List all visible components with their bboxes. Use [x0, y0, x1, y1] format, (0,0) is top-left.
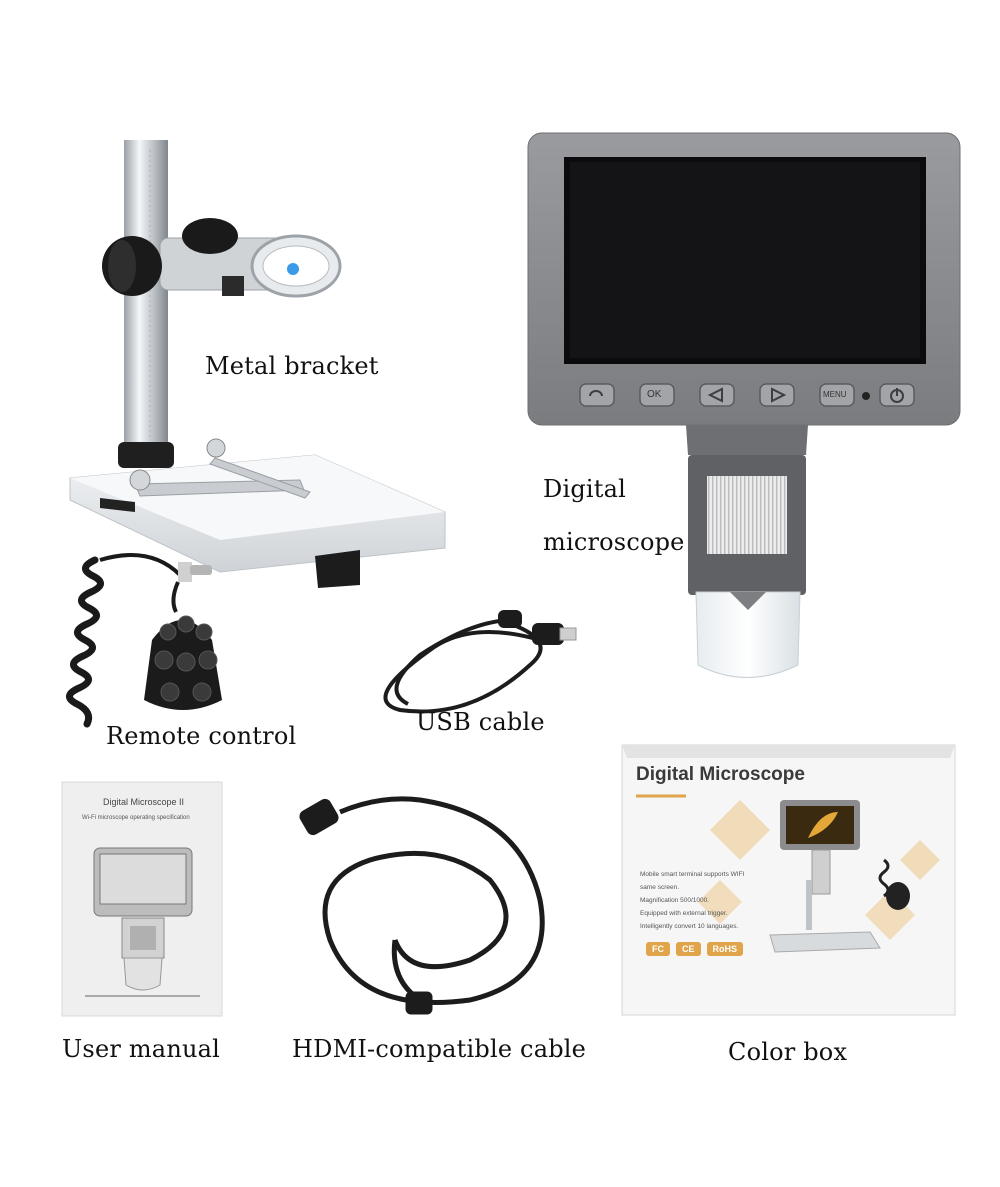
remote-control-label: Remote control [106, 722, 297, 750]
color-box-feature: Intelligently convert 10 languages. [640, 923, 739, 930]
digital-microscope-image [527, 132, 961, 678]
monitor-ok-button-label: OK [647, 389, 662, 400]
color-box-feature: Mobile smart terminal supports WIFI [640, 871, 745, 878]
color-box-feature: same screen. [640, 884, 680, 891]
monitor-menu-button-label: MENU [823, 390, 847, 399]
color-box-image [621, 744, 956, 1016]
manual-subtitle: Wi-Fi microscope operating specification [82, 815, 190, 821]
color-box-features: Mobile smart terminal supports WIFI same… [640, 868, 770, 933]
ce-badge: CE [676, 942, 701, 956]
color-box-title: Digital Microscope [636, 764, 805, 785]
hdmi-cable-label: HDMI-compatible cable [292, 1035, 587, 1063]
usb-cable-image [383, 610, 577, 714]
usb-cable-label: USB cable [416, 708, 545, 736]
user-manual-image [61, 781, 223, 1017]
remote-control-image [66, 553, 222, 728]
manual-title: Digital Microscope II [103, 797, 185, 807]
metal-bracket-image [69, 140, 446, 588]
digital-microscope-label-line1: Digital [543, 475, 626, 503]
user-manual-label: User manual [62, 1035, 221, 1063]
color-box-feature: Magnification 500/1000. [640, 897, 710, 904]
rohs-badge: RoHS [706, 942, 744, 956]
fc-badge: FC [646, 942, 670, 956]
metal-bracket-label: Metal bracket [205, 352, 379, 380]
color-box-badges: FC CE RoHS [646, 942, 744, 956]
color-box-label: Color box [728, 1038, 848, 1066]
color-box-feature: Equipped with external trigger. [640, 910, 728, 917]
hdmi-cable-image [299, 796, 545, 1015]
digital-microscope-label-line2: microscope [543, 528, 685, 556]
